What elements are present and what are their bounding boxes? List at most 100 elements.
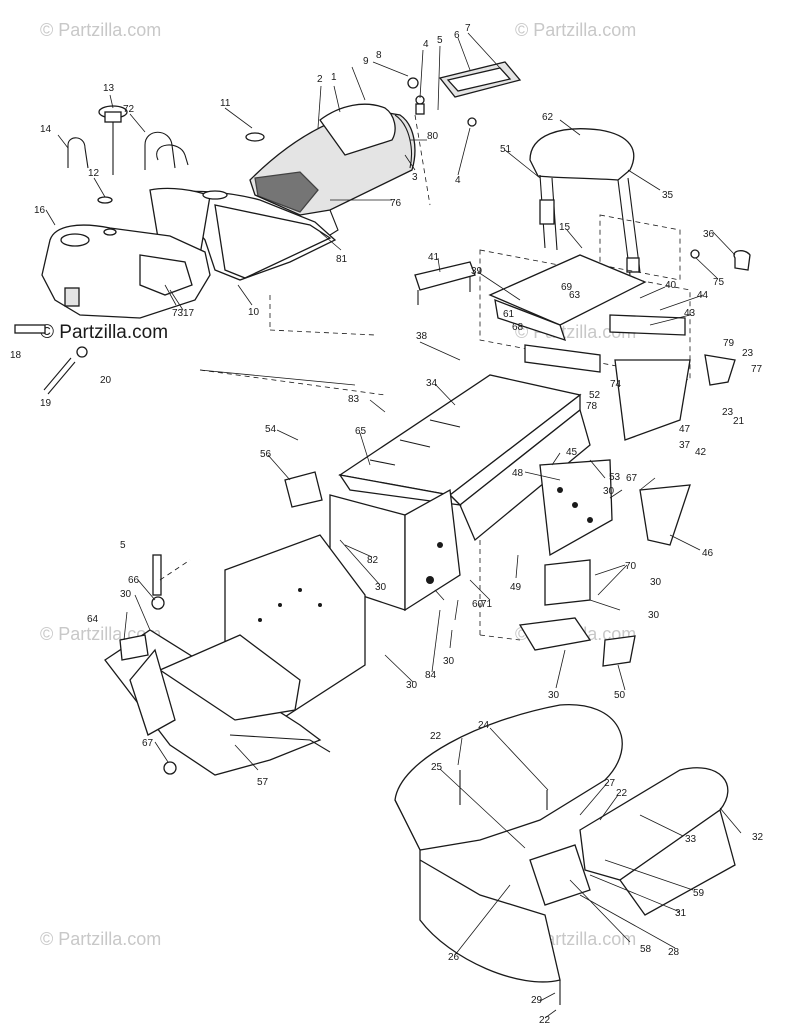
callout: 30 <box>603 486 615 497</box>
callout: 42 <box>695 447 707 458</box>
callout: 47 <box>679 424 691 435</box>
callout: 22 <box>539 1015 551 1026</box>
callout: 58 <box>640 944 652 955</box>
callout: 1 <box>331 72 337 83</box>
callout: 79 <box>723 338 735 349</box>
callout: 28 <box>668 947 680 958</box>
callout: 4 <box>455 175 461 186</box>
callout: 30 <box>548 690 560 701</box>
callout: 30 <box>375 582 387 593</box>
callout: 35 <box>662 190 674 201</box>
rear-rack-part <box>414 254 686 373</box>
watermark-top-right: © Partzilla.com <box>515 20 636 40</box>
hood-console-part <box>149 187 337 281</box>
callout: 33 <box>685 834 697 845</box>
callout: 54 <box>265 424 277 435</box>
callout: 74 <box>610 379 622 390</box>
callout: 2 <box>317 74 323 85</box>
callout: 18 <box>10 350 22 361</box>
callout: 46 <box>702 548 714 559</box>
callout: 60 <box>472 599 484 610</box>
watermark-bottom-left: © Partzilla.com <box>40 929 161 949</box>
callout: 81 <box>336 254 348 265</box>
callout: 44 <box>697 290 709 301</box>
callout: 19 <box>40 398 52 409</box>
watermark-top-left: © Partzilla.com <box>40 20 161 40</box>
callout: 31 <box>675 908 687 919</box>
callout: 56 <box>260 449 272 460</box>
callout: 61 <box>503 309 515 320</box>
callout: 23 <box>742 348 754 359</box>
reference-lines <box>159 114 521 641</box>
callout: 5 <box>120 540 126 551</box>
fuel-tank-part <box>41 224 211 319</box>
callout: 20 <box>100 375 112 386</box>
bracket-left-part <box>119 634 149 661</box>
tunnel-frame-part <box>338 374 591 542</box>
belly-pan-part <box>104 534 366 776</box>
callout: 6 <box>454 30 460 41</box>
callout: 9 <box>363 56 369 67</box>
callout: 8 <box>376 50 382 61</box>
callout: 48 <box>512 468 524 479</box>
callout: 68 <box>512 322 524 333</box>
callout: 40 <box>665 280 677 291</box>
callout: 65 <box>355 426 367 437</box>
callout: 4 <box>423 39 429 50</box>
bracket-part <box>284 471 323 508</box>
callout: 51 <box>500 144 512 155</box>
callout: 5 <box>437 35 443 46</box>
seat-part <box>249 103 416 241</box>
callout: 49 <box>510 582 522 593</box>
callout: 82 <box>367 555 379 566</box>
callout: 41 <box>428 252 440 263</box>
callout: 36 <box>703 229 715 240</box>
callout: 66 <box>128 575 140 586</box>
callout-numbers: 1 2 3 4 4 5 6 7 8 9 10 11 12 13 14 15 16… <box>10 23 764 1026</box>
callout: 77 <box>751 364 763 375</box>
callout: 30 <box>120 589 132 600</box>
callout: 83 <box>348 394 360 405</box>
rear-bumper-part <box>394 704 736 983</box>
callout: 43 <box>684 308 696 319</box>
callout: 76 <box>390 198 402 209</box>
callout: 25 <box>431 762 443 773</box>
callout: 84 <box>425 670 437 681</box>
callout: 3 <box>412 172 418 183</box>
callout: 70 <box>625 561 637 572</box>
callout: 71 <box>481 599 493 610</box>
callout: 22 <box>430 731 442 742</box>
callout: 75 <box>713 277 725 288</box>
callout: 29 <box>531 995 543 1006</box>
callout: 24 <box>478 720 490 731</box>
callout: 57 <box>257 777 269 788</box>
fuel-fitting-part <box>14 324 88 395</box>
seat-strap-part <box>407 61 522 127</box>
callout: 34 <box>426 378 438 389</box>
callout: 17 <box>183 308 195 319</box>
callout: 22 <box>616 788 628 799</box>
callout: 52 <box>589 390 601 401</box>
callout: 37 <box>679 440 691 451</box>
callout: 30 <box>648 610 660 621</box>
callout: 53 <box>609 472 621 483</box>
callout: 72 <box>123 104 135 115</box>
callout: 10 <box>248 307 260 318</box>
callout: 12 <box>88 168 100 179</box>
callout: 13 <box>103 83 115 94</box>
watermark-middle-left: © Partzilla.com <box>40 322 168 343</box>
callout: 14 <box>40 124 52 135</box>
callout: 23 <box>722 407 734 418</box>
bolt-part <box>152 554 162 596</box>
leader-lines <box>45 32 742 1019</box>
callout: 7 <box>465 23 471 34</box>
callout: 67 <box>626 473 638 484</box>
backrest-part <box>529 128 751 276</box>
callout: 11 <box>220 98 231 109</box>
callout: 38 <box>416 331 428 342</box>
callout: 45 <box>566 447 578 458</box>
callout: 78 <box>586 401 598 412</box>
suspension-mount-part <box>518 354 736 667</box>
callout: 30 <box>650 577 662 588</box>
